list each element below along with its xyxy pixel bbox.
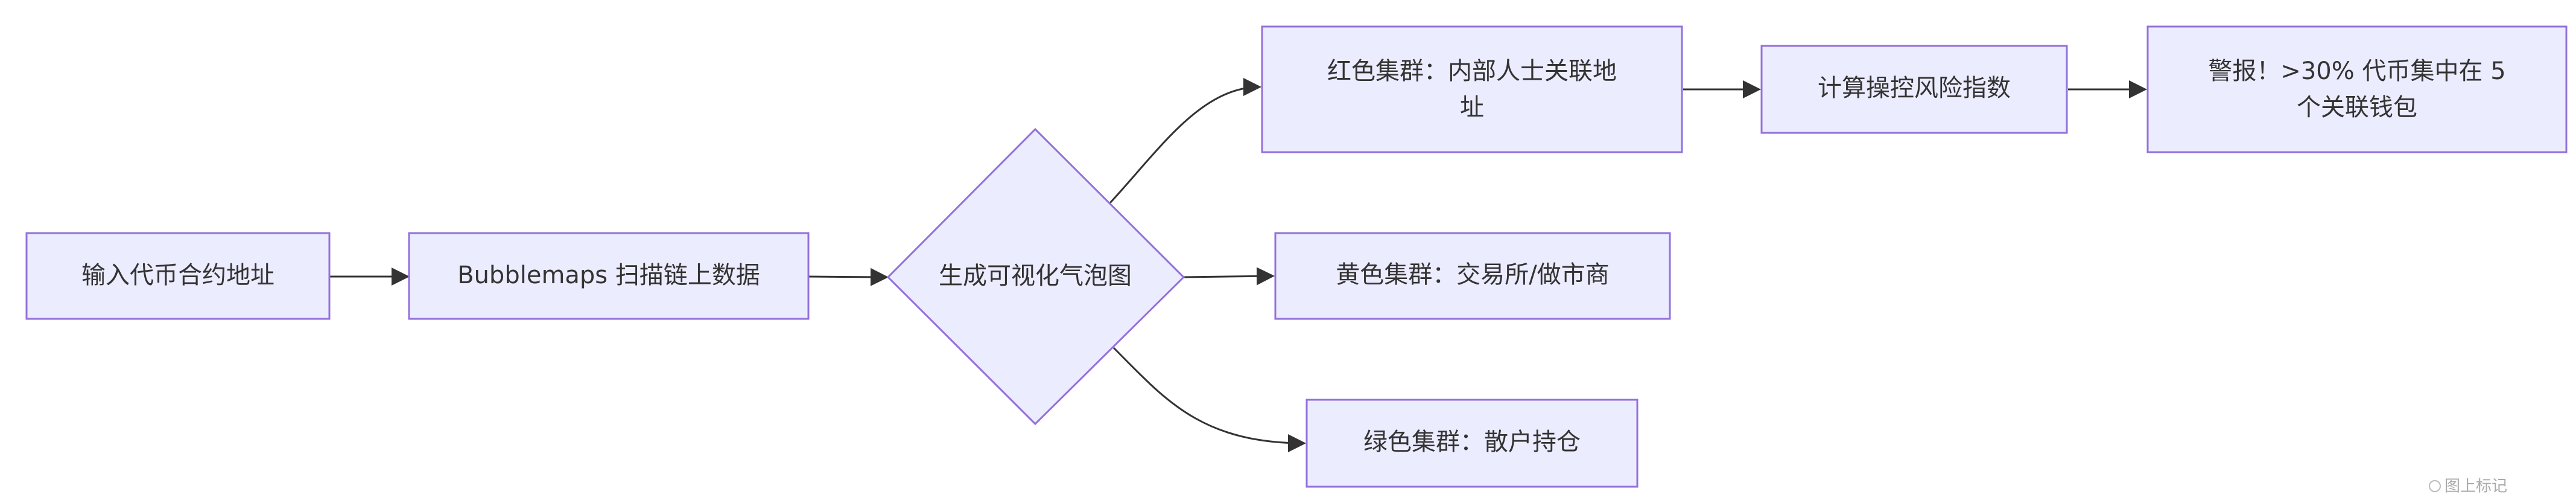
node-alert: 警报！>30% 代币集中在 5 个关联钱包 [2146,25,2568,153]
node-red-label-line2: 址 [1460,94,1484,121]
node-input: 输入代币合约地址 [25,232,331,320]
node-input-label: 输入代币合约地址 [81,261,274,289]
node-scan: Bubblemaps 扫描链上数据 [408,232,810,320]
node-yellow-label: 黄色集群：交易所/做市商 [1336,261,1609,289]
node-decision: 生成可视化气泡图 [886,127,1185,426]
edge-decision-to-yellow [1182,267,1275,286]
watermark: 图上标记 [2429,478,2507,496]
node-yellow-cluster: 黄色集群：交易所/做市商 [1274,232,1671,320]
node-alert-label-line2: 个关联钱包 [2297,94,2417,121]
node-green-label: 绿色集群：散户持仓 [1363,428,1581,456]
node-alert-label-line1: 警报！>30% 代币集中在 5 [2208,57,2505,85]
node-red-cluster: 红色集群：内部人士关联地 址 [1261,25,1683,153]
node-green-cluster: 绿色集群：散户持仓 [1305,399,1639,488]
edge-decision-to-red [1109,78,1261,204]
node-calc-label: 计算操控风险指数 [1818,74,2011,102]
node-red-label-line1: 红色集群：内部人士关联地 [1327,57,1617,85]
edge-decision-to-green [1112,347,1306,452]
edges [329,78,2147,452]
watermark-text: 图上标记 [2444,478,2507,496]
node-scan-label: Bubblemaps 扫描链上数据 [457,261,760,289]
watermark-icon [2429,480,2441,492]
node-calc: 计算操控风险指数 [1760,45,2068,134]
node-decision-label: 生成可视化气泡图 [939,262,1132,290]
